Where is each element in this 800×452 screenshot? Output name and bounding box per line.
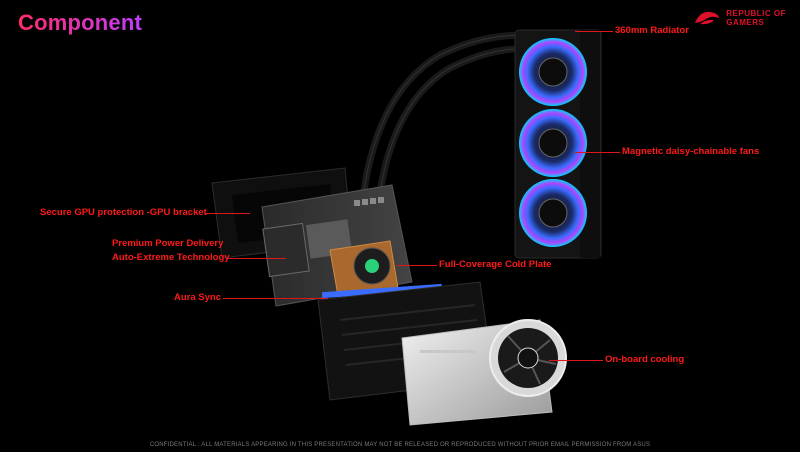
- brand-line-2: GAMERS: [726, 18, 765, 27]
- label-cold-plate: Full-Coverage Cold Plate: [439, 259, 552, 270]
- aura-strip: [321, 283, 443, 299]
- brand-line-1: REPUBLIC OF: [726, 9, 786, 18]
- aura-leader: [223, 298, 328, 299]
- label-cooling: On-board cooling: [605, 354, 685, 365]
- rog-eye-icon: [695, 11, 720, 25]
- onboard-fan: [489, 319, 567, 397]
- cold-plate-leader: [397, 265, 437, 266]
- rog-logo: REPUBLIC OF GAMERS: [694, 9, 786, 27]
- cold-plate: [329, 240, 399, 297]
- power-leader: [228, 258, 286, 259]
- label-aura: Aura Sync: [174, 292, 221, 303]
- cooling-leader: [549, 360, 603, 361]
- label-radiator: 360mm Radiator: [615, 25, 689, 36]
- radiator-fans: [519, 38, 587, 247]
- label-power-2: Auto-Extreme Technology: [112, 252, 230, 263]
- page-title: Component: [18, 10, 143, 35]
- label-fans: Magnetic daisy-chainable fans: [622, 146, 760, 157]
- confidential-footer: CONFIDENTIAL : ALL MATERIALS APPEARING I…: [149, 442, 651, 448]
- bracket-leader: [206, 213, 250, 214]
- label-bracket: Secure GPU protection -GPU bracket: [40, 207, 207, 218]
- label-power-1: Premium Power Delivery: [112, 238, 224, 249]
- fans-leader: [575, 152, 620, 153]
- radiator-leader: [575, 31, 613, 32]
